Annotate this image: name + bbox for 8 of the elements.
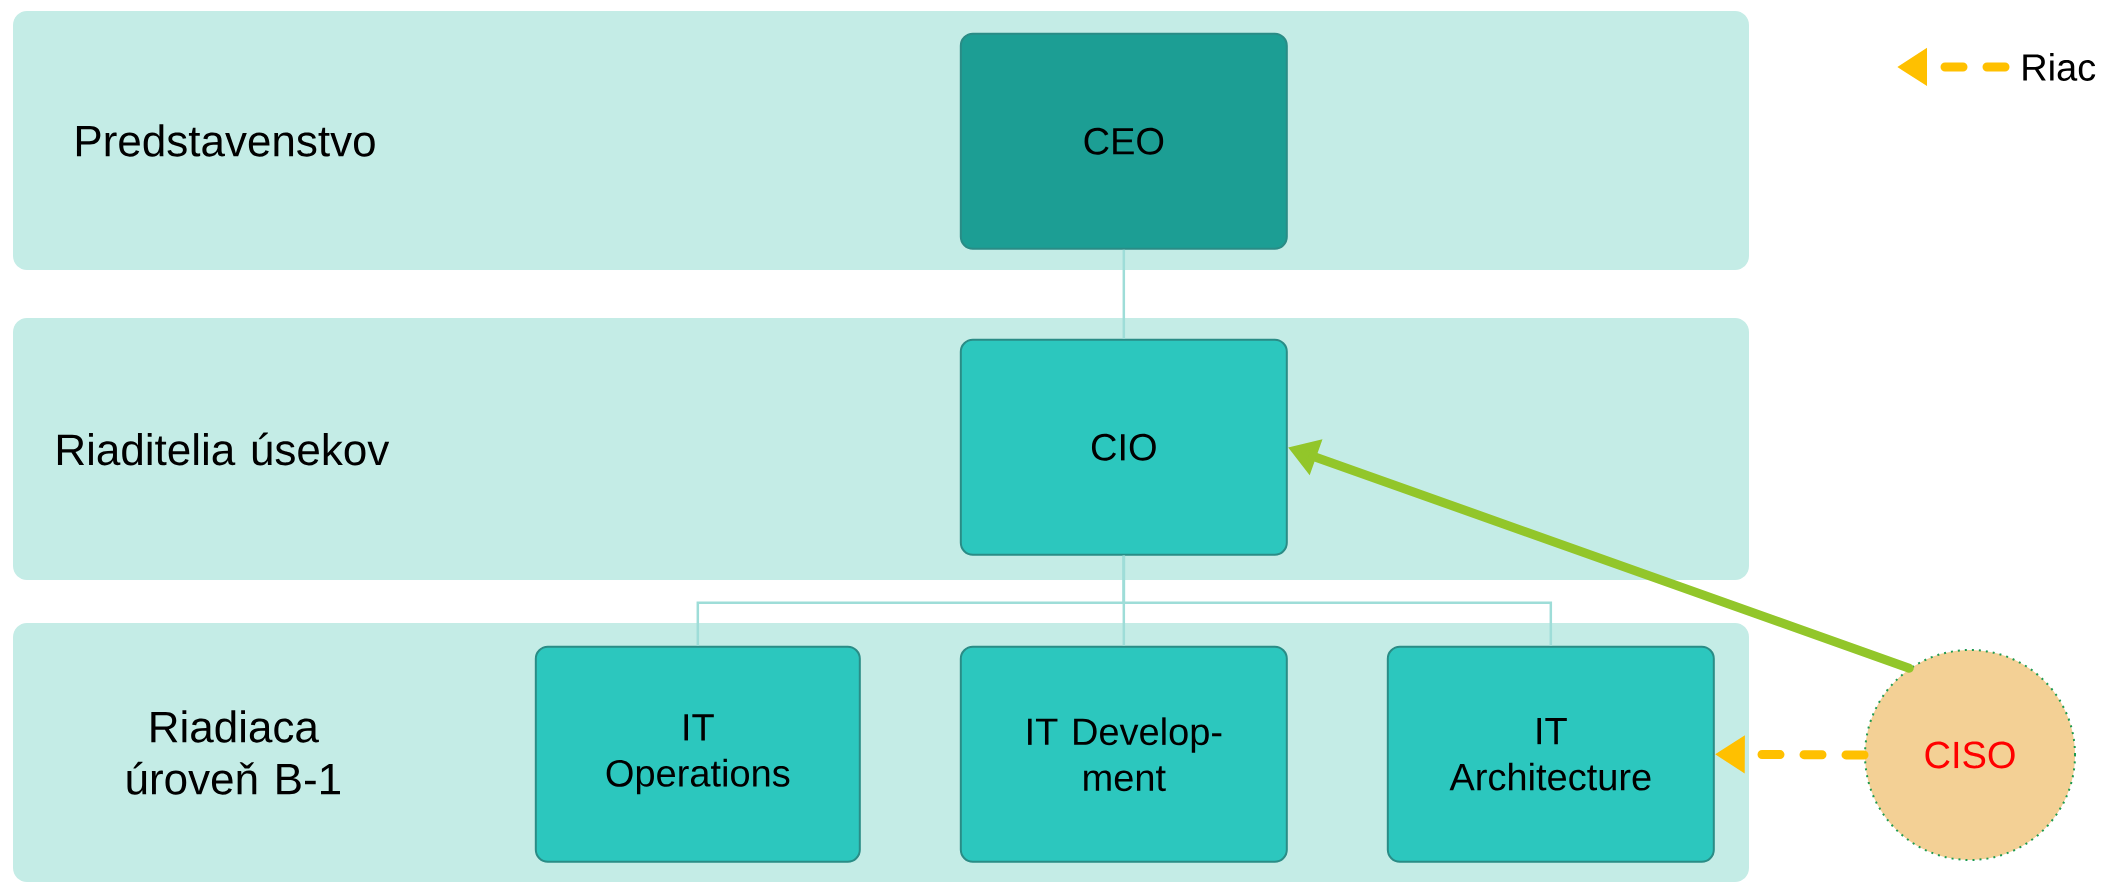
- role-box: IT Develop- ment: [959, 645, 1288, 863]
- legend-label: Riac: [2023, 53, 2096, 81]
- role-box: CIO: [959, 338, 1288, 556]
- connector-line: [1122, 555, 1553, 646]
- role-box: CEO: [959, 32, 1288, 250]
- role-box: IT Operations: [534, 645, 861, 863]
- role-box: IT Architecture: [1386, 645, 1715, 863]
- connector-line: [1122, 249, 1126, 339]
